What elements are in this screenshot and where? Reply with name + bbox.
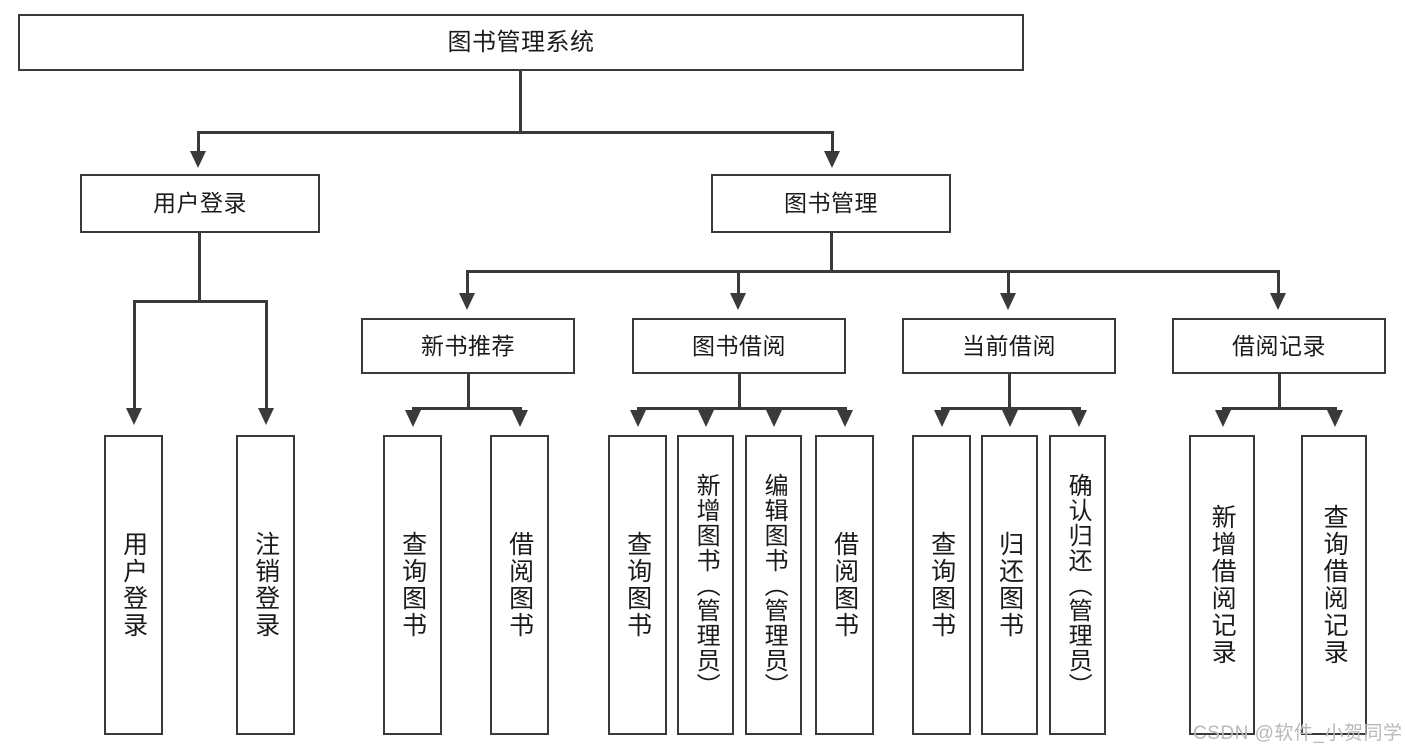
connector-borrowrecord-stem <box>1278 374 1281 410</box>
leaf-book-borrow-query[interactable]: 查询图书 <box>608 435 667 735</box>
leaf-current-borrow-query[interactable]: 查询图书 <box>912 435 971 735</box>
connector-root-drop-right <box>831 131 834 153</box>
connector-currentborrow-drop-3 <box>1078 407 1081 412</box>
arrow-newbook-leaf-1 <box>405 410 421 427</box>
leaf-current-borrow-confirm[interactable]: 确认归还（管理员） <box>1049 435 1106 735</box>
connector-borrowrecord-drop-2 <box>1334 407 1337 412</box>
connector-borrowrecord-drop-1 <box>1222 407 1225 412</box>
arrow-userlogin-leaf-1 <box>126 408 142 425</box>
connector-bookborrow-bus <box>637 407 847 410</box>
leaf-book-borrow-borrow[interactable]: 借阅图书 <box>815 435 874 735</box>
node-label: 图书管理 <box>784 190 878 217</box>
arrow-to-user-login <box>190 151 206 168</box>
connector-newbook-bus <box>412 407 522 410</box>
node-book-borrow[interactable]: 图书借阅 <box>632 318 846 374</box>
node-label: 查询图书 <box>398 531 427 639</box>
arrow-currentborrow-leaf-1 <box>934 410 950 427</box>
leaf-new-book-borrow[interactable]: 借阅图书 <box>490 435 549 735</box>
arrow-bookborrow-leaf-3 <box>766 410 782 427</box>
connector-userlogin-bus <box>133 300 268 303</box>
connector-root-stem <box>519 71 522 133</box>
arrow-borrowrecord-leaf-1 <box>1215 410 1231 427</box>
leaf-user-login-login[interactable]: 用户登录 <box>104 435 163 735</box>
node-label: 查询图书 <box>623 531 652 639</box>
connector-userlogin-drop-2 <box>265 300 268 410</box>
node-label: 借阅记录 <box>1232 332 1326 359</box>
node-borrow-record[interactable]: 借阅记录 <box>1172 318 1386 374</box>
connector-root-drop-left <box>197 131 200 153</box>
node-label: 新书推荐 <box>421 332 515 359</box>
connector-bookborrow-drop-4 <box>844 407 847 412</box>
node-label: 图书管理系统 <box>447 28 595 56</box>
connector-bookmanage-drop-2 <box>737 270 740 295</box>
node-book-management[interactable]: 图书管理 <box>711 174 951 233</box>
node-root-system[interactable]: 图书管理系统 <box>18 14 1024 71</box>
node-label: 新增图书（管理员） <box>692 472 720 698</box>
node-label: 注销登录 <box>251 531 280 639</box>
connector-userlogin-stem <box>198 233 201 303</box>
arrow-to-book-manage <box>824 151 840 168</box>
node-label: 查询借阅记录 <box>1320 504 1349 666</box>
connector-borrowrecord-bus <box>1222 407 1337 410</box>
connector-currentborrow-drop-1 <box>941 407 944 412</box>
arrow-to-new-book <box>459 293 475 310</box>
connector-bookmanage-stem <box>830 233 833 272</box>
arrow-userlogin-leaf-2 <box>258 408 274 425</box>
arrow-to-borrow-record <box>1270 293 1286 310</box>
leaf-user-login-logout[interactable]: 注销登录 <box>236 435 295 735</box>
arrow-bookborrow-leaf-2 <box>698 410 714 427</box>
connector-newbook-stem <box>467 374 470 410</box>
node-label: 编辑图书（管理员） <box>760 472 788 698</box>
node-user-login[interactable]: 用户登录 <box>80 174 320 233</box>
connector-bookmanage-drop-1 <box>466 270 469 295</box>
arrow-to-book-borrow <box>730 293 746 310</box>
node-label: 借阅图书 <box>505 531 534 639</box>
leaf-book-borrow-add[interactable]: 新增图书（管理员） <box>677 435 734 735</box>
node-label: 归还图书 <box>995 531 1024 639</box>
arrow-borrowrecord-leaf-2 <box>1327 410 1343 427</box>
leaf-new-book-query[interactable]: 查询图书 <box>383 435 442 735</box>
connector-bookborrow-drop-2 <box>705 407 708 412</box>
arrow-currentborrow-leaf-3 <box>1071 410 1087 427</box>
arrow-newbook-leaf-2 <box>512 410 528 427</box>
arrow-bookborrow-leaf-4 <box>837 410 853 427</box>
arrow-to-current-borrow <box>1000 293 1016 310</box>
node-label: 借阅图书 <box>830 531 859 639</box>
node-label: 确认归还（管理员） <box>1064 472 1092 698</box>
connector-bookmanage-bus <box>466 270 1280 273</box>
connector-currentborrow-stem <box>1008 374 1011 410</box>
arrow-bookborrow-leaf-1 <box>630 410 646 427</box>
node-label: 查询图书 <box>927 531 956 639</box>
leaf-current-borrow-return[interactable]: 归还图书 <box>981 435 1038 735</box>
connector-newbook-drop-2 <box>519 407 522 412</box>
node-label: 新增借阅记录 <box>1208 504 1237 666</box>
arrow-currentborrow-leaf-2 <box>1002 410 1018 427</box>
node-current-borrow[interactable]: 当前借阅 <box>902 318 1116 374</box>
connector-newbook-drop-1 <box>412 407 415 412</box>
connector-bookborrow-drop-1 <box>637 407 640 412</box>
leaf-borrow-record-query[interactable]: 查询借阅记录 <box>1301 435 1367 735</box>
connector-bookborrow-drop-3 <box>773 407 776 412</box>
node-label: 当前借阅 <box>962 332 1056 359</box>
node-new-book-recommend[interactable]: 新书推荐 <box>361 318 575 374</box>
leaf-borrow-record-add[interactable]: 新增借阅记录 <box>1189 435 1255 735</box>
node-label: 用户登录 <box>119 531 148 639</box>
connector-bookborrow-stem <box>738 374 741 410</box>
node-label: 用户登录 <box>153 190 247 217</box>
connector-userlogin-drop-1 <box>133 300 136 410</box>
connector-currentborrow-drop-2 <box>1009 407 1012 412</box>
connector-bookmanage-drop-3 <box>1007 270 1010 295</box>
csdn-watermark: CSDN @软件_小贺同学 <box>1193 723 1403 744</box>
connector-bookmanage-drop-4 <box>1277 270 1280 295</box>
connector-root-bus <box>197 131 834 134</box>
leaf-book-borrow-edit[interactable]: 编辑图书（管理员） <box>745 435 802 735</box>
node-label: 图书借阅 <box>692 332 786 359</box>
